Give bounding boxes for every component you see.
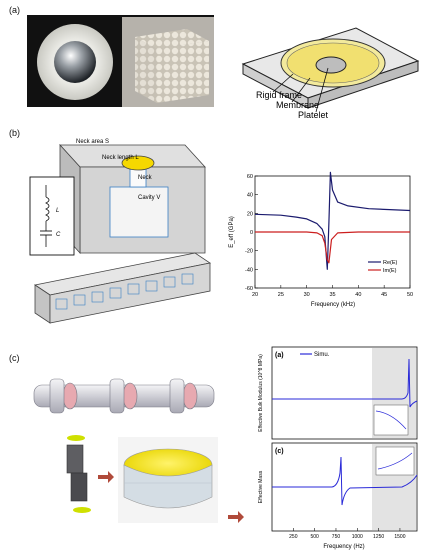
- y-tick-label: 0: [250, 230, 253, 236]
- legend-label-im: Im(E): [383, 268, 397, 274]
- panel-label-a: (a): [9, 5, 20, 15]
- helmholtz-resonator-diagram: Neck area S Neck length L Neck Cavity V …: [29, 139, 212, 324]
- x-tick-label: 1250: [373, 534, 384, 540]
- y-tick-label: -20: [245, 249, 253, 255]
- cavity-label: Cavity V: [138, 195, 160, 201]
- legend-label-re: Re(E): [383, 260, 398, 266]
- x-tick-label: 40: [355, 292, 361, 298]
- series-line-im: [255, 231, 410, 264]
- legend-label-simu: Simu.: [314, 352, 330, 358]
- x-tick-label: 35: [329, 292, 335, 298]
- neck-label: Neck: [138, 175, 153, 181]
- x-axis-label-frequency: Frequency (Hz): [323, 544, 364, 550]
- x-tick-label: 750: [332, 534, 341, 540]
- y-tick-label: 60: [247, 174, 253, 180]
- series-line-re: [254, 171, 411, 270]
- platelet-label: Platelet: [298, 110, 329, 120]
- effective-modulus-chart: 60 40 20 0 -20 -40 -60 20 25 30 35 40 45 50 Frequenc…: [229, 171, 413, 308]
- panel-label-b: (b): [9, 128, 20, 138]
- membrane-diagram: Rigid frame Membrane Platelet: [241, 27, 420, 120]
- sphere-and-cube-photo: [37, 17, 214, 107]
- capacitor-label: C: [56, 232, 61, 238]
- y-tick-label: -60: [245, 286, 253, 292]
- y-tick-label: 20: [247, 211, 253, 217]
- y-axis-label: E_eff (GPa): [229, 216, 235, 248]
- subpanel-label-c: (c): [275, 448, 284, 455]
- y-tick-label: -40: [245, 267, 253, 273]
- x-tick-label: 500: [310, 534, 319, 540]
- x-tick-label: 25: [278, 292, 284, 298]
- inset-top: [373, 404, 409, 436]
- legend: Re(E) Im(E): [368, 260, 398, 274]
- rigid-frame-label: Rigid frame: [256, 90, 302, 100]
- panel-c-charts: (a) Simu. Effective Bulk Modulus (10^8 M…: [258, 346, 418, 550]
- x-tick-label: 50: [407, 292, 413, 298]
- neck-length-label: Neck length L: [102, 155, 139, 161]
- panel-label-c: (c): [9, 353, 20, 363]
- x-tick-label: 20: [252, 292, 258, 298]
- bulk-modulus-curve: [272, 358, 418, 408]
- x-tick-label: 45: [381, 292, 387, 298]
- x-tick-label: 1500: [394, 534, 405, 540]
- y-axis-label-mass: Effective Mass: [258, 470, 264, 503]
- effective-mass-curve: [272, 456, 418, 506]
- panel-c-illustrations: [33, 378, 244, 523]
- inductor-label: L: [56, 208, 59, 214]
- y-axis-label-bulk: Effective Bulk Modulus (10^8 MPa): [258, 354, 264, 432]
- y-tick-label: 40: [247, 193, 253, 199]
- neck-area-label: Neck area S: [76, 139, 109, 145]
- photo-panel-a: [27, 15, 214, 107]
- x-tick-label: 1000: [352, 534, 363, 540]
- x-tick-label: 30: [304, 292, 310, 298]
- membrane-label: Membrane: [276, 100, 319, 110]
- inset-bottom: [375, 446, 415, 476]
- x-axis-label: Frequency (kHz): [311, 302, 355, 308]
- x-tick-label: 250: [289, 534, 298, 540]
- subpanel-label-a: (a): [275, 352, 284, 359]
